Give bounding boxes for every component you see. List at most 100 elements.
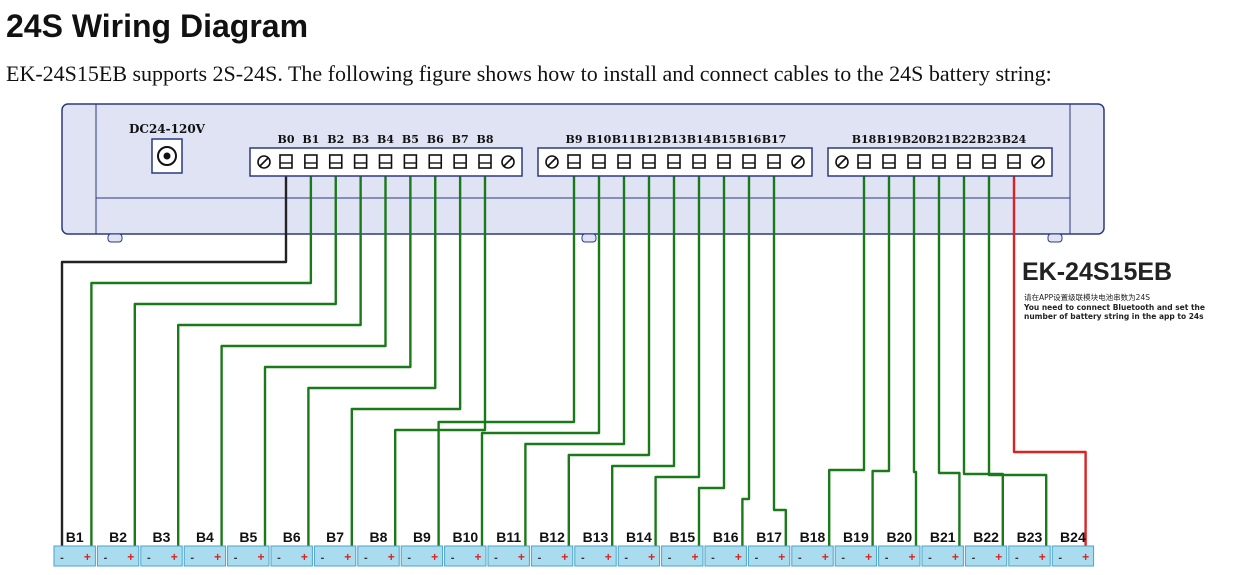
cell-negative-mark: -: [972, 552, 976, 564]
terminal-pin: [907, 154, 921, 169]
terminal-label: B11: [612, 133, 637, 146]
cell-negative-mark: -: [798, 552, 802, 564]
cell-negative-mark: -: [624, 552, 628, 564]
cell-label: B14: [626, 529, 652, 545]
wire-balance: [741, 166, 751, 548]
cell-negative-mark: -: [1015, 552, 1019, 564]
cell-negative-mark: -: [1058, 552, 1062, 564]
cell-negative-mark: -: [147, 552, 151, 564]
cell-negative-mark: -: [234, 552, 238, 564]
cell-positive-mark: +: [214, 550, 221, 564]
terminal-screw-slot: [793, 157, 803, 167]
battery-cell: [227, 545, 270, 567]
intro-text: EK-24S15EB supports 2S-24S. The followin…: [6, 61, 1052, 86]
battery-cell: [357, 545, 400, 567]
cell-positive-mark: +: [1082, 550, 1089, 564]
wire-balance: [654, 166, 701, 548]
wire-balance: [871, 166, 891, 548]
terminal-pin: [667, 154, 681, 169]
terminal-label: B9: [566, 133, 583, 146]
page-heading: 24S Wiring Diagram: [6, 8, 309, 44]
wire-main-negative: [60, 166, 288, 548]
terminal-pin: [982, 154, 996, 169]
wire-balance: [524, 166, 626, 548]
cell-label: B18: [800, 529, 826, 545]
cell-positive-mark: +: [388, 550, 395, 564]
cell-label: B22: [973, 529, 999, 545]
terminal-label: B22: [952, 133, 977, 146]
terminal-pin: [692, 154, 706, 169]
cell-positive-mark: +: [952, 550, 959, 564]
terminal-pin: [617, 154, 631, 169]
battery-cell: [964, 545, 1008, 567]
note-chinese: 请在APP设置级联模块电池串数为24S: [1024, 292, 1150, 302]
terminal-screw-slot: [503, 157, 513, 167]
battery-cell: [183, 545, 227, 567]
cell-positive-mark: +: [127, 550, 134, 564]
cell-label: B8: [370, 529, 388, 545]
cell-negative-mark: -: [364, 552, 368, 564]
terminal-screw-slot: [547, 157, 557, 167]
terminal-label: B0: [278, 133, 295, 146]
cell-label: B23: [1017, 529, 1043, 545]
wire-balance: [133, 166, 337, 548]
cell-label: B1: [66, 529, 84, 545]
cell-negative-mark: -: [928, 552, 932, 564]
terminal-pin: [403, 154, 418, 169]
battery-cell: [400, 545, 444, 567]
cell-positive-mark: +: [735, 550, 742, 564]
terminal-pin: [857, 154, 871, 169]
cell-label: B16: [713, 529, 739, 545]
terminal-label: B16: [737, 133, 762, 146]
terminal-pin: [767, 154, 781, 169]
battery-cell: [313, 545, 357, 567]
terminal-label: B8: [477, 133, 494, 146]
cell-label: B17: [756, 529, 782, 545]
terminal-pin: [932, 154, 946, 169]
wire-balance: [962, 166, 1004, 548]
terminal-label: B10: [587, 133, 612, 146]
wire-balance: [90, 166, 313, 548]
terminal-label: B20: [902, 133, 927, 146]
wire-balance: [912, 166, 918, 548]
power-label: DC24-120V: [129, 122, 206, 136]
terminal-pin: [378, 154, 393, 169]
battery-cell: [661, 545, 704, 567]
battery-cell: [96, 545, 140, 567]
wire-balance: [567, 166, 651, 548]
terminal-screw-slot: [1033, 157, 1043, 167]
cell-label: B15: [669, 529, 695, 545]
wire-balance: [611, 166, 676, 548]
terminal-label: B19: [877, 133, 902, 146]
terminal-pin: [717, 154, 731, 169]
wire-balance: [350, 166, 462, 548]
terminal-label: B21: [927, 133, 952, 146]
cell-negative-mark: -: [104, 552, 108, 564]
terminal-screw-slot: [259, 157, 269, 167]
terminal-screw-slot: [837, 157, 847, 167]
cell-label: B11: [496, 529, 521, 545]
cell-positive-mark: +: [865, 550, 872, 564]
cell-positive-mark: +: [518, 550, 525, 564]
device-foot: [581, 233, 597, 243]
cell-label: B6: [283, 529, 301, 545]
terminal-label: B3: [352, 133, 369, 146]
device-foot: [107, 233, 123, 243]
terminal-pin: [592, 154, 606, 169]
wire-balance: [220, 166, 387, 548]
cell-label: B7: [326, 529, 344, 545]
wire-balance: [437, 166, 576, 548]
terminal-label: B24: [1002, 133, 1027, 146]
terminal-label: B17: [762, 133, 787, 146]
cell-negative-mark: -: [321, 552, 325, 564]
terminal-pin: [304, 154, 318, 169]
cell-label: B2: [109, 529, 127, 545]
wire-balance: [177, 166, 362, 548]
cell-negative-mark: -: [841, 552, 845, 564]
cell-negative-mark: -: [407, 552, 411, 564]
terminal-label: B18: [852, 133, 877, 146]
wire-balance: [263, 166, 412, 548]
cell-negative-mark: -: [60, 552, 64, 564]
battery-cell: [53, 545, 96, 567]
cell-negative-mark: -: [494, 552, 498, 564]
